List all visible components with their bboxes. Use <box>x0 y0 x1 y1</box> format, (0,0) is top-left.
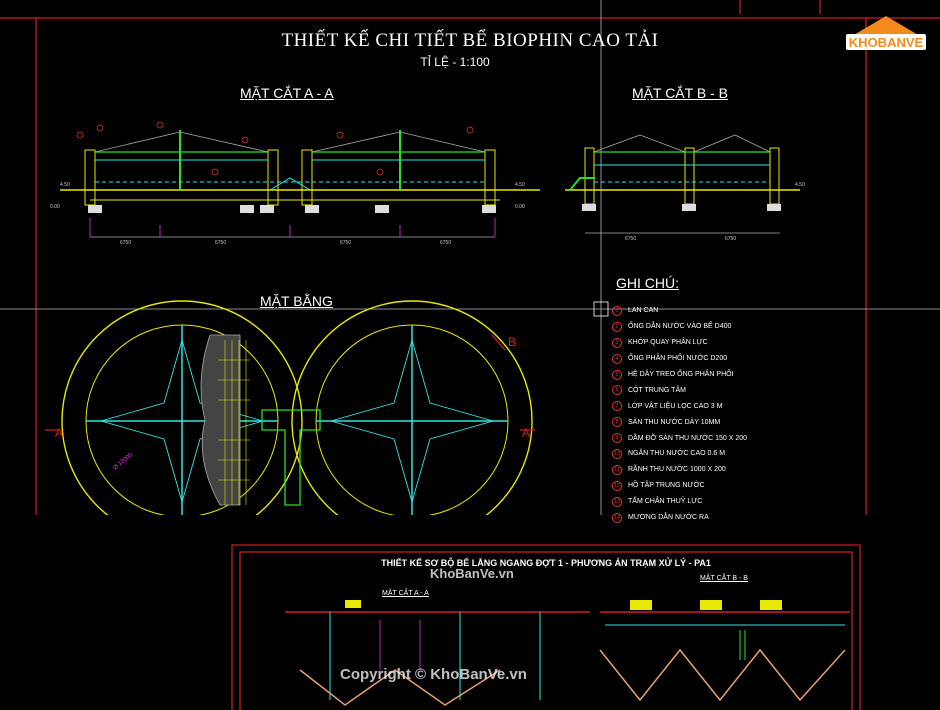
plan-title: MẶT BẰNG <box>260 293 333 309</box>
sheet2-title: THIẾT KẾ SƠ BỘ BỂ LẮNG NGANG ĐỢT 1 - PHƯ… <box>381 558 711 568</box>
svg-text:4.50: 4.50 <box>60 182 70 188</box>
sheet2-drawing <box>285 600 850 706</box>
cad-crosshair <box>0 0 940 515</box>
cut-marker-a-right: A <box>522 426 531 440</box>
svg-text:4.50: 4.50 <box>515 182 525 188</box>
section-bb-title: MẶT CẮT B - B <box>632 85 728 101</box>
svg-text:0.00: 0.00 <box>50 204 60 210</box>
plan-drawing: Ø 12000 <box>45 300 535 542</box>
drawing-scale: TỈ LỆ - 1:100 <box>420 55 490 69</box>
cut-marker-b: B <box>508 335 517 349</box>
section-aa-title: MẶT CẮT A - A <box>240 85 334 101</box>
section-bb-drawing: 6750 6750 4.50 <box>565 134 805 242</box>
svg-text:Ø 12000: Ø 12000 <box>112 452 134 472</box>
legend-title: GHI CHÚ: <box>616 275 679 291</box>
khobanve-logo: KHOBANVE <box>842 12 930 52</box>
svg-text:6750: 6750 <box>440 240 451 246</box>
svg-text:6750: 6750 <box>215 240 226 246</box>
svg-text:6750: 6750 <box>725 236 736 242</box>
svg-text:6750: 6750 <box>340 240 351 246</box>
svg-text:KHOBANVE: KHOBANVE <box>849 35 924 50</box>
svg-text:6750: 6750 <box>120 240 131 246</box>
svg-text:4.50: 4.50 <box>795 182 805 188</box>
watermark-copyright: Copyright © KhoBanVe.vn <box>340 666 527 683</box>
sheet2-frame <box>231 544 861 710</box>
section-aa-drawing: 4.50 4.50 0.00 0.00 6750 6750 6750 6750 <box>50 121 540 246</box>
sheet2-section-aa: MẶT CẮT A - A <box>382 590 429 597</box>
drawing-title: THIẾT KẾ CHI TIẾT BỂ BIOPHIN CAO TẢI <box>281 30 659 51</box>
cut-marker-a-left: A <box>55 426 64 440</box>
watermark-site: KhoBanVe.vn <box>430 566 514 581</box>
svg-text:0.00: 0.00 <box>515 204 525 210</box>
sheet2-section-bb: MẶT CẮT B - B <box>700 575 748 582</box>
svg-text:6750: 6750 <box>625 236 636 242</box>
